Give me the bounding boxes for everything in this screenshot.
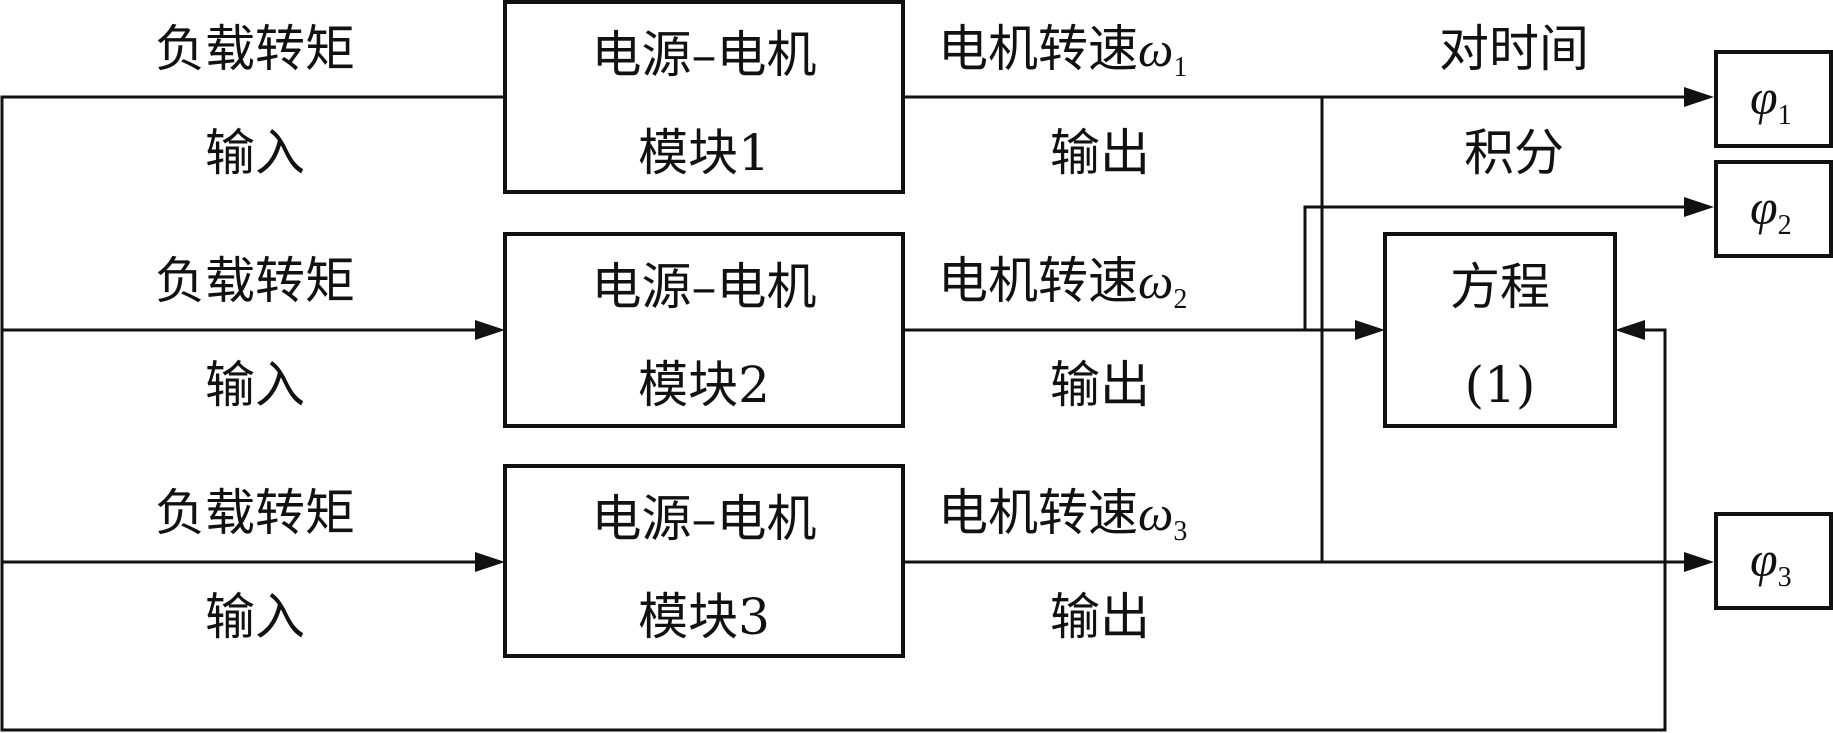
phi1-box [1714,50,1833,148]
input-2-label: 负载转矩 [155,252,355,310]
arrowhead-module-2 [475,320,505,340]
equation-box [1383,232,1617,428]
module-1-title: 电源–电机 [592,26,817,84]
module-2-name: 模块2 [638,356,770,414]
input-3-label: 负载转矩 [155,484,355,542]
phi3-box [1714,512,1833,610]
integration-label: 对时间 [1439,20,1589,78]
module-3-name: 模块3 [638,588,770,646]
phi3-label: φ3 [1750,531,1792,593]
input-2-sublabel: 输入 [205,356,305,414]
module-3-box [503,464,905,658]
module-1-name: 模块1 [638,124,770,182]
arrowhead-equation-input [1355,320,1385,340]
arrowhead-equation-feedback [1615,320,1645,340]
arrowhead-phi2 [1684,197,1714,217]
equation-title: 方程 [1450,258,1550,316]
branch-to-phi2 [1303,205,1692,330]
arrowhead-module-3 [475,552,505,572]
output-2-label: 电机转速ω2 [938,252,1187,315]
feedback-bus-left [0,95,1667,732]
output-3-label: 电机转速ω3 [938,484,1187,547]
input-3-sublabel: 输入 [205,588,305,646]
module-3-title: 电源–电机 [592,490,817,548]
output-3-sublabel: 输出 [1050,588,1150,646]
module-1-box [503,0,905,194]
output-2-sublabel: 输出 [1050,356,1150,414]
phi2-box [1714,160,1833,258]
input-1-sublabel: 输入 [205,124,305,182]
phi1-label: φ1 [1750,69,1792,131]
module-2-box [503,232,905,428]
arrowhead-phi1 [1684,87,1714,107]
arrowhead-phi3 [1684,552,1714,572]
input-1-label: 负载转矩 [155,20,355,78]
output-1-label: 电机转速ω1 [938,20,1187,83]
output-1-sublabel: 输出 [1050,124,1150,182]
integration-sublabel: 积分 [1464,124,1564,182]
equation-number: (1) [1465,356,1536,414]
module-2-title: 电源–电机 [592,258,817,316]
phi2-label: φ2 [1750,179,1792,241]
